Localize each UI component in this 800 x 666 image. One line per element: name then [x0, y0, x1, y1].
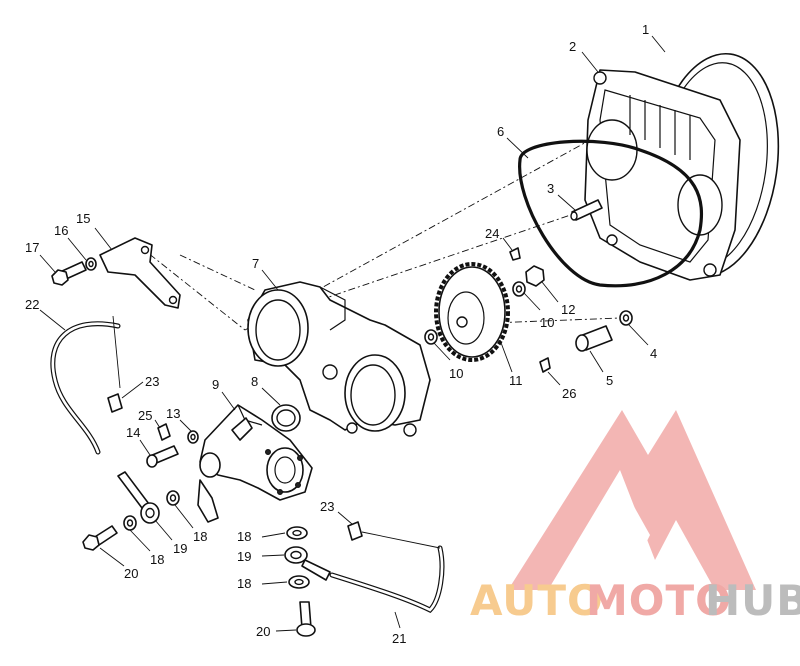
callout-3: 3: [547, 181, 554, 196]
callout-1: 1: [642, 22, 649, 37]
clip-23a: [107, 393, 123, 413]
callout-14: 14: [126, 425, 140, 440]
bolt-20b: [296, 601, 316, 637]
assembly-lines: [137, 139, 621, 331]
dowel-pin: [570, 199, 603, 221]
callout-18d: 18: [150, 552, 164, 567]
watermark-hub: HUB: [705, 576, 800, 625]
callout-25: 25: [138, 408, 152, 423]
clip-23b: [347, 521, 363, 541]
clip-25: [157, 423, 171, 441]
oil-pump: [197, 404, 313, 523]
callout-20a: 20: [124, 566, 138, 581]
callout-24: 24: [485, 226, 499, 241]
callout-18c: 18: [193, 529, 207, 544]
washers-10: [424, 281, 526, 345]
gear: [434, 262, 510, 362]
callout-20b: 20: [256, 624, 270, 639]
hose-22: [50, 321, 121, 455]
watermark-triangle: [508, 410, 756, 590]
callout-11: 11: [509, 373, 523, 388]
callout-19a: 19: [237, 549, 251, 564]
callout-19b: 19: [173, 541, 187, 556]
callout-13: 13: [166, 406, 180, 421]
nut: [525, 265, 545, 287]
callout-21: 21: [392, 631, 406, 646]
screw-5: [575, 325, 613, 352]
washer-13: [187, 430, 199, 444]
washer-4: [619, 310, 633, 326]
callout-4: 4: [650, 346, 657, 361]
washer-16: [85, 257, 97, 271]
callout-22: 22: [25, 297, 39, 312]
bolt-17: [51, 261, 87, 286]
watermark-auto: AUTO: [470, 576, 604, 625]
bolt-20a: [82, 525, 118, 551]
callout-5: 5: [606, 373, 613, 388]
cover-plate: [584, 69, 741, 281]
callout-labels: 1 2 3 4 5 6 7 8 9 10 10 11 12 13 14 15 1…: [25, 22, 657, 646]
callout-8: 8: [251, 374, 258, 389]
callout-15: 15: [76, 211, 90, 226]
fitting-19b: [284, 546, 331, 581]
watermark-moto: MOTO: [586, 576, 732, 625]
washers-18-right: [286, 526, 310, 589]
callout-7: 7: [252, 256, 259, 271]
fitting-19a: [117, 471, 160, 524]
bracket: [99, 237, 181, 309]
callout-10a: 10: [540, 315, 554, 330]
callout-12: 12: [561, 302, 575, 317]
key-26: [539, 357, 551, 373]
callout-26: 26: [562, 386, 576, 401]
o-ring: [271, 404, 301, 432]
watermark-logo: AUTO MOTO HUB: [470, 410, 800, 625]
callout-6: 6: [497, 124, 504, 139]
key-24: [509, 247, 521, 261]
pump-body: [247, 281, 431, 437]
callout-16: 16: [54, 223, 68, 238]
callout-17: 17: [25, 240, 39, 255]
bolt-14: [146, 445, 179, 468]
callout-23a: 23: [145, 374, 159, 389]
washers-18-left: [123, 490, 180, 531]
leader-lines: [39, 35, 666, 632]
hose-21: [329, 545, 445, 614]
callout-2: 2: [569, 39, 576, 54]
callout-18b: 18: [237, 576, 251, 591]
callout-9: 9: [212, 377, 219, 392]
callout-23b: 23: [320, 499, 334, 514]
callout-18a: 18: [237, 529, 251, 544]
gasket: [518, 139, 704, 288]
callout-10b: 10: [449, 366, 463, 381]
